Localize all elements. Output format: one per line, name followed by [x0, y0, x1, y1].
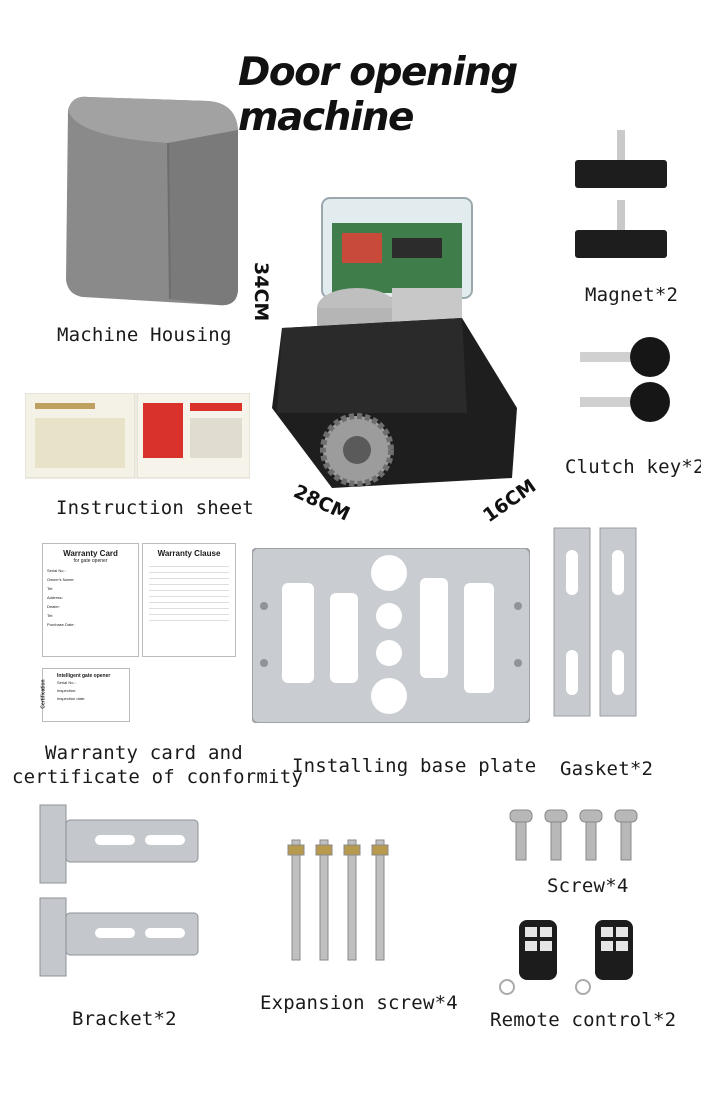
gasket-label: Gasket*2 — [560, 758, 654, 780]
warranty-field: Address: — [47, 595, 63, 600]
magnet-image — [575, 130, 667, 258]
warranty-field: Serial No.: — [47, 568, 66, 573]
warranty-card-subtitle: for gate opener — [73, 558, 108, 564]
instruction-sheet-label: Instruction sheet — [56, 497, 254, 519]
gasket-image — [553, 527, 637, 717]
base-plate-image — [252, 548, 530, 723]
certificate-card: Intelligent gate opener Certification Se… — [40, 668, 130, 722]
warranty-field: Dealer: — [47, 604, 60, 609]
warranty-field: Owner's Name: — [47, 577, 75, 582]
certificate-side-label: Certification — [40, 679, 47, 709]
magnet-label: Magnet*2 — [585, 284, 679, 306]
remote-control-image — [499, 920, 633, 995]
instruction-sheet-image — [25, 393, 250, 479]
machine-housing-image — [66, 96, 238, 306]
remote-control-label: Remote control*2 — [490, 1009, 677, 1031]
height-dimension: 34CM — [250, 262, 272, 322]
warranty-card-title: Warranty Card — [63, 549, 118, 558]
clutch-key-label: Clutch key*2 — [565, 456, 701, 478]
warranty-clause-card: Warranty Clause — [142, 543, 236, 657]
expansion-screw-label: Expansion screw*4 — [260, 992, 458, 1014]
warranty-field: Tel: — [47, 586, 54, 591]
certificate-field: Inspection: — [57, 688, 77, 693]
warranty-label-line1: Warranty card and — [45, 742, 243, 764]
page-title: Door opening machine — [238, 50, 518, 140]
screw-image — [509, 809, 638, 861]
warranty-card: Warranty Card for gate opener Serial No.… — [42, 543, 139, 657]
warranty-label-line2: certificate of conformity — [12, 766, 303, 788]
base-plate-label: Installing base plate — [292, 755, 537, 777]
clutch-key-image — [580, 337, 670, 422]
certificate-field: Inspection date: — [57, 696, 86, 701]
warranty-field: Tel: — [47, 613, 54, 618]
bracket-label: Bracket*2 — [72, 1008, 177, 1030]
certificate-field: Serial No.: — [57, 680, 76, 685]
bracket-image — [39, 804, 199, 977]
warranty-clause-title: Warranty Clause — [157, 549, 221, 558]
warranty-field: Purchase Date: — [47, 622, 75, 627]
certificate-title: Intelligent gate opener — [57, 673, 111, 679]
screw-label: Screw*4 — [547, 875, 629, 897]
expansion-screw-image — [287, 839, 389, 961]
machine-housing-label: Machine Housing — [57, 324, 232, 346]
gate-motor-image — [272, 197, 517, 488]
